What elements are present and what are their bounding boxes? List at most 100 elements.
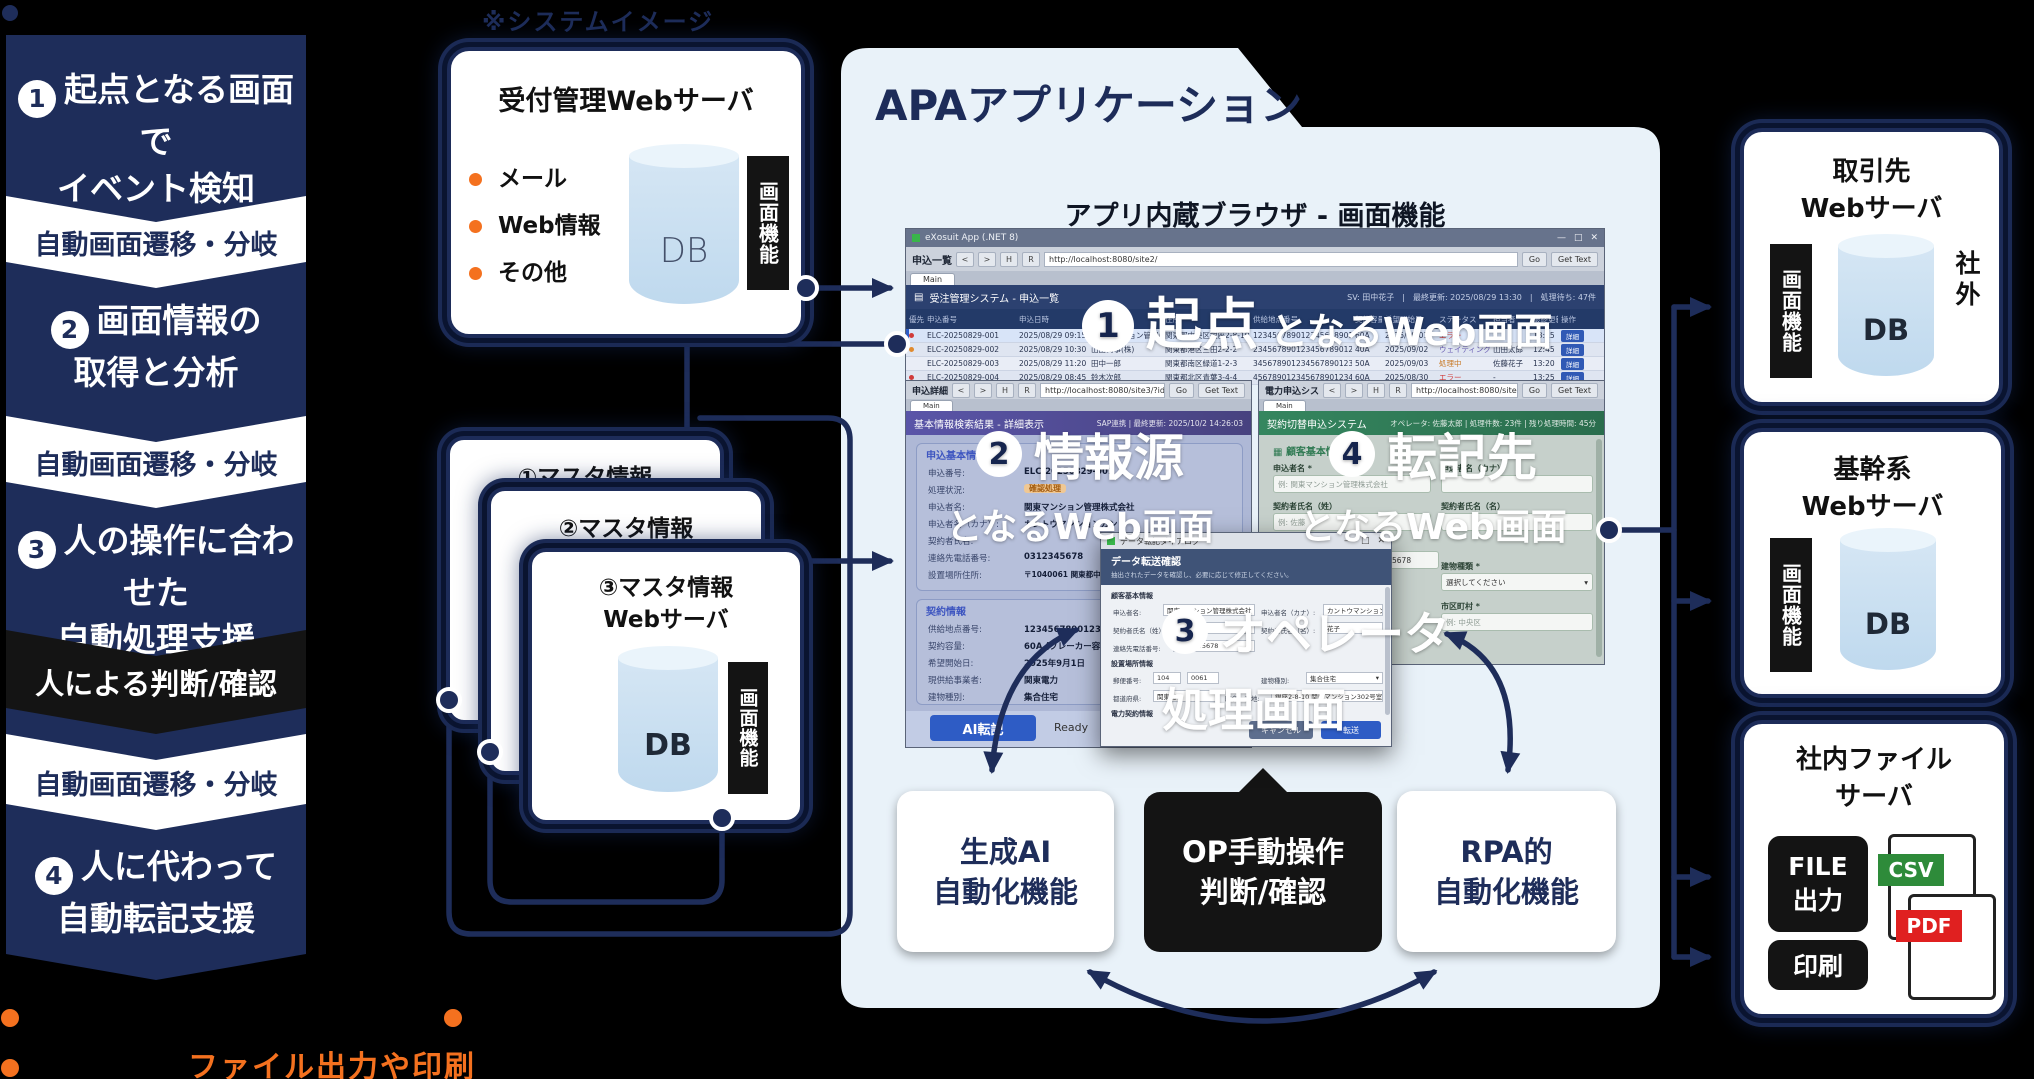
maximize-button[interactable]: □ <box>1360 536 1370 546</box>
source-panel-header: 基本情報検索結果 - 詳細表示 SAP連携 | 最終更新: 2025/10/2 … <box>906 411 1251 435</box>
get-text-button[interactable]: Get Text <box>1551 382 1598 398</box>
target-panel-meta: オペレータ: 佐藤太郎 | 処理件数: 23件 | 残り処理時間: 45分 <box>1390 418 1596 428</box>
dialog-zip1-input[interactable]: 104 <box>1153 672 1181 684</box>
core-server-title: 基幹系 Webサーバ <box>1801 455 1944 522</box>
lastname-input[interactable]: 例: 佐藤 <box>1273 513 1431 531</box>
status-badge: 確認処理 <box>1024 484 1066 493</box>
dialog-zip2-input[interactable]: 0061 <box>1187 672 1219 684</box>
dialog-window-title: データ転記ダイアログ <box>1120 536 1200 546</box>
overlay-2-number-icon: 2 <box>976 431 1022 477</box>
dialog-titlebar: データ転記ダイアログ — □ ✕ <box>1101 533 1391 549</box>
detail-button[interactable]: 詳細 <box>1561 357 1584 370</box>
nav-back-button[interactable]: < <box>952 382 971 398</box>
phone3-input[interactable]: 5678 <box>1387 551 1439 569</box>
reception-server-title: 受付管理Webサーバ <box>498 86 754 117</box>
file-output-chip: FILE 出力 <box>1768 836 1868 932</box>
building-icon: ▦ <box>1273 447 1286 458</box>
go-button[interactable]: Go <box>1168 382 1195 398</box>
step-2-number-icon: 2 <box>51 311 89 349</box>
file-output-note: ファイル出力や印刷 <box>188 1050 476 1079</box>
dialog-address-input[interactable]: 銀座2-8-10 関東マンション302号室 <box>1271 690 1383 702</box>
browser-window: eXosuit App (.NET 8) — □ ✕ 申込一覧 < > H R … <box>905 228 1605 385</box>
step-4-line2: 自動転記支援 <box>57 898 255 938</box>
minimize-button[interactable]: — <box>1556 233 1566 243</box>
dialog-building-select[interactable]: 集合住宅▾ <box>1306 672 1383 684</box>
apa-title: APAアプリケーション <box>875 81 1303 130</box>
tab-main[interactable]: Main <box>1263 400 1306 411</box>
scrollbar[interactable] <box>1596 439 1602 657</box>
window-title: eXosuit App (.NET 8) <box>925 233 1019 243</box>
browser-toolbar: 申込一覧 < > H R http://localhost:8080/site2… <box>906 247 1604 271</box>
bullet-icon <box>469 220 482 233</box>
customer-section-title: ▦ 顧客基本情報 <box>1273 447 1346 458</box>
submit-button[interactable]: 転送 <box>1321 721 1381 739</box>
dialog-subheader: 抽出されたデータを確認し、必要に応じて修正してください。 <box>1111 571 1293 579</box>
file-server-box: 社内ファイル サーバ FILE 出力 印刷 CSV PDF <box>1740 720 2008 1018</box>
nav-home-button[interactable]: H <box>996 382 1015 398</box>
nav-forward-button[interactable]: > <box>974 382 993 398</box>
partner-server-title: 取引先 Webサーバ <box>1800 157 1943 224</box>
cancel-button[interactable]: キャンセル <box>1249 721 1313 739</box>
detail-toolbar: 申込詳細 < > H R http://localhost:8080/site3… <box>906 381 1251 399</box>
app-icon <box>912 234 920 242</box>
step-3-number-icon: 3 <box>18 531 56 569</box>
master-card-3: ③マスタ情報 Webサーバ DB 画面機能 <box>528 548 804 824</box>
op-manual-box: OP手動操作 判断/確認 <box>1144 768 1382 952</box>
url-input[interactable]: http://localhost:8080/site2/ <box>1044 251 1518 267</box>
database-icon: DB <box>618 646 718 792</box>
tab-main[interactable]: Main <box>910 273 956 285</box>
get-text-button[interactable]: Get Text <box>1551 251 1598 267</box>
dialog-pref-input[interactable]: 関東都 <box>1153 690 1219 702</box>
step-4-line1: 人に代わって <box>80 847 278 886</box>
file-server-title: 社内ファイル サーバ <box>1795 745 1952 812</box>
close-button[interactable]: ✕ <box>1590 233 1598 243</box>
nav-back-button[interactable]: < <box>956 251 974 267</box>
pane-label: 申込一覧 <box>912 255 952 267</box>
url-input[interactable]: http://localhost:8080/site3/?id=ELC-2025… <box>1040 382 1165 398</box>
get-text-button[interactable]: Get Text <box>1198 382 1245 398</box>
scrollbar[interactable] <box>1385 587 1390 715</box>
kana-input[interactable] <box>1441 475 1593 493</box>
nav-reload-button[interactable]: R <box>1389 382 1408 398</box>
nav-forward-button[interactable]: > <box>978 251 996 267</box>
core-web-server-box: 基幹系 Webサーバ 画面機能 DB <box>1740 428 2005 698</box>
go-button[interactable]: Go <box>1521 251 1548 267</box>
nav-home-button[interactable]: H <box>1000 251 1018 267</box>
overlay-4-number-icon: 4 <box>1329 431 1375 477</box>
building-select[interactable]: 選択してください ▾ <box>1441 573 1593 591</box>
dialog-kana-input[interactable]: カントウマンションカンリ <box>1323 604 1383 616</box>
dialog-firstname-input[interactable]: 花子 <box>1323 622 1383 634</box>
source-panel-meta: SAP連携 | 最終更新: 2025/10/2 14:26:03 <box>1096 418 1243 428</box>
tab-main[interactable]: Main <box>910 400 953 411</box>
nav-reload-button[interactable]: R <box>1018 382 1037 398</box>
master-card-3-title: ③マスタ情報 Webサーバ <box>598 575 734 633</box>
table-row[interactable]: ELC-20250829-002 2025/08/29 10:30 山田商事(株… <box>906 343 1604 357</box>
pane-label: 電力申込シス <box>1265 386 1320 397</box>
firstname-input[interactable] <box>1441 513 1593 531</box>
step-2-line2: 取得と分析 <box>73 352 239 392</box>
nav-reload-button[interactable]: R <box>1022 251 1040 267</box>
go-button[interactable]: Go <box>1521 382 1548 398</box>
maximize-button[interactable]: □ <box>1573 233 1583 243</box>
step-1-line2: イベント検知 <box>57 168 255 208</box>
list-item: Web情報 <box>469 203 601 250</box>
city-input[interactable]: 例: 中央区 <box>1441 613 1593 631</box>
bullet-icon <box>469 267 482 280</box>
ai-transfer-button[interactable]: AI転記 <box>930 715 1036 741</box>
overlay-target-label: 4 転記先 となるWeb画面 <box>1299 429 1567 548</box>
order-list-header-meta: SV: 田中花子 | 最終更新: 2025/08/29 13:30 | 処理待ち… <box>1347 292 1596 302</box>
detail-button[interactable]: 詳細 <box>1561 343 1584 356</box>
detail-button[interactable]: 詳細 <box>1561 329 1584 342</box>
nav-forward-button[interactable]: > <box>1345 382 1364 398</box>
minimize-button[interactable]: — <box>1343 536 1353 546</box>
list-item: その他 <box>469 250 601 297</box>
screen-function-label: 画面機能 <box>1770 538 1812 672</box>
table-row[interactable]: ELC-20250829-003 2025/08/29 11:20 田中一郎 関… <box>906 357 1604 371</box>
nav-back-button[interactable]: < <box>1323 382 1342 398</box>
nav-home-button[interactable]: H <box>1367 382 1386 398</box>
url-input[interactable]: http://localhost:8080/site1/ <box>1411 382 1518 398</box>
external-label: 社外 <box>1952 250 1981 312</box>
close-button[interactable]: ✕ <box>1377 536 1385 546</box>
